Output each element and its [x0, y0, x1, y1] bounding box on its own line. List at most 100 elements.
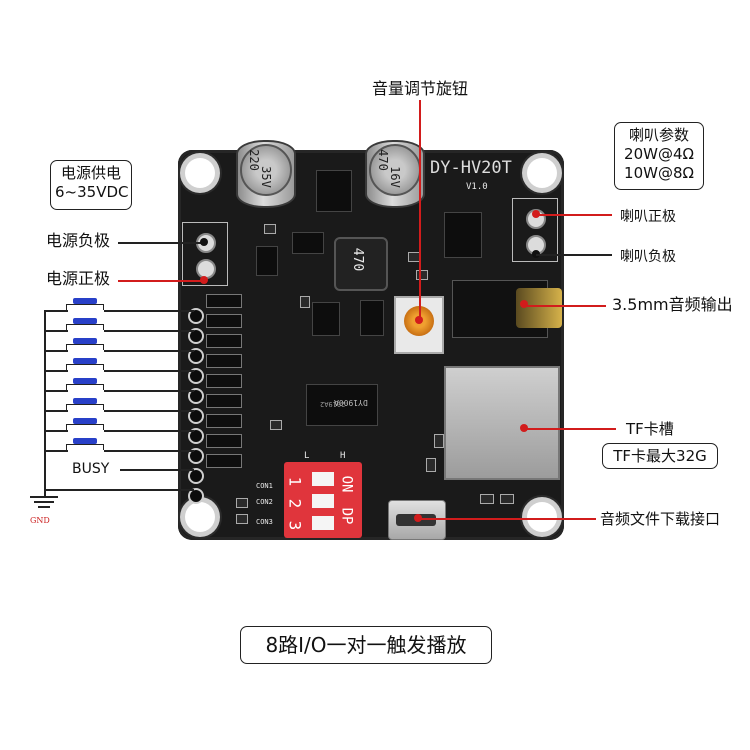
- smd-part: [434, 434, 444, 448]
- busy-label: BUSY: [72, 461, 110, 477]
- smd-part: [300, 296, 310, 308]
- push-button-body: [66, 404, 104, 410]
- board-version-label: V1.0: [466, 182, 488, 192]
- download-port-line: [418, 518, 596, 520]
- volume-knob-label: 音量调节旋钮: [372, 79, 469, 98]
- inductor: [334, 237, 388, 291]
- dip-slot-1: [312, 472, 334, 486]
- push-button-5[interactable]: [73, 378, 97, 384]
- power-negative-line: [118, 242, 204, 244]
- speaker-params-box: 喇叭参数 20W@4Ω 10W@8Ω: [614, 122, 704, 190]
- gnd-symbol-bar-1: [30, 496, 58, 498]
- tf-max-box: TF卡最大32G: [602, 443, 718, 469]
- push-button-body: [66, 304, 104, 310]
- speaker-positive-label: 喇叭正极: [620, 209, 676, 225]
- con2-label: CON2: [256, 498, 273, 506]
- dip-slot-3: [312, 516, 334, 530]
- diode-large: [256, 246, 278, 276]
- push-button-2[interactable]: [73, 318, 97, 324]
- button-wire-right: [104, 330, 194, 332]
- smd-part: [236, 514, 248, 524]
- push-button-body: [66, 424, 104, 430]
- speaker-negative-line: [536, 254, 612, 256]
- button-wire-right: [104, 450, 194, 452]
- mount-hole-top-right: [527, 158, 557, 188]
- io-pin-5[interactable]: [188, 388, 204, 404]
- inductor-label: 470: [350, 247, 366, 272]
- capacitor-220uf: [236, 140, 296, 208]
- speaker-negative-label: 喇叭负极: [620, 249, 676, 265]
- capacitor-470uf: [365, 140, 425, 208]
- push-button-body: [66, 444, 104, 450]
- io-pin-6[interactable]: [188, 408, 204, 424]
- diode-small: [360, 300, 384, 336]
- con1-label: CON1: [256, 482, 273, 490]
- push-button-6[interactable]: [73, 398, 97, 404]
- push-button-8[interactable]: [73, 438, 97, 444]
- component-row-7: [206, 414, 242, 428]
- dip-label-dp: DP: [338, 507, 355, 525]
- component-row-2: [206, 314, 242, 328]
- dip-label-on: ON: [338, 475, 355, 493]
- dip-label-h: H: [340, 451, 346, 461]
- button-wire-right: [104, 350, 194, 352]
- speaker-20w-label: 20W@4Ω: [624, 145, 694, 163]
- volume-knob-line: [419, 100, 421, 320]
- power-positive-line: [118, 280, 204, 282]
- component-row-6: [206, 394, 242, 408]
- mount-hole-top-left: [185, 158, 215, 188]
- button-wire-left: [44, 430, 68, 432]
- io-pin-3[interactable]: [188, 348, 204, 364]
- mount-hole-bottom-right: [527, 502, 557, 532]
- dip-slot-2: [312, 494, 334, 508]
- footer-caption-box: 8路I/O一对一触发播放: [240, 626, 492, 664]
- push-button-body: [66, 344, 104, 350]
- push-button-body: [66, 324, 104, 330]
- regulator: [292, 232, 324, 254]
- common-wire: [44, 310, 46, 496]
- mosfet: [312, 302, 340, 336]
- io-pin-4[interactable]: [188, 368, 204, 384]
- smd-part: [264, 224, 276, 234]
- button-wire-left: [44, 330, 68, 332]
- dip-label-2: 2: [285, 498, 305, 509]
- power-supply-label: 电源供电: [60, 164, 121, 182]
- download-port-label: 音频文件下载接口: [600, 510, 721, 528]
- busy-wire: [120, 469, 194, 471]
- main-decoder-ic: [306, 384, 378, 426]
- gnd-symbol-bar-3: [38, 506, 50, 508]
- power-positive-label: 电源正极: [46, 269, 111, 288]
- audio-out-dot: [520, 300, 528, 308]
- push-button-4[interactable]: [73, 358, 97, 364]
- speaker-params-label: 喇叭参数: [628, 126, 689, 144]
- push-button-7[interactable]: [73, 418, 97, 424]
- component-row-8: [206, 434, 242, 448]
- smd-part: [500, 494, 514, 504]
- push-button-body: [66, 364, 104, 370]
- push-button-1[interactable]: [73, 298, 97, 304]
- io-pin-1[interactable]: [188, 308, 204, 324]
- speaker-positive-line: [536, 214, 612, 216]
- con3-label: CON3: [256, 518, 273, 526]
- tf-card-slot: [444, 366, 560, 480]
- gnd-wire: [44, 489, 194, 491]
- dip-label-l: L: [304, 451, 310, 461]
- dip-label-3: 3: [285, 520, 305, 531]
- smd-part: [416, 270, 428, 280]
- io-pin-8[interactable]: [188, 448, 204, 464]
- button-wire-right: [104, 410, 194, 412]
- smd-part: [480, 494, 494, 504]
- gnd-pin[interactable]: [188, 488, 204, 504]
- push-button-3[interactable]: [73, 338, 97, 344]
- busy-pin[interactable]: [188, 468, 204, 484]
- io-pin-2[interactable]: [188, 328, 204, 344]
- component-row-5: [206, 374, 242, 388]
- board-model-label: DY-HV20T: [430, 158, 512, 178]
- tf-slot-line: [524, 428, 616, 430]
- io-pin-7[interactable]: [188, 428, 204, 444]
- button-wire-left: [44, 410, 68, 412]
- button-wire-right: [104, 370, 194, 372]
- tf-slot-label: TF卡槽: [626, 420, 674, 438]
- button-wire-right: [104, 430, 194, 432]
- audio-out-line: [524, 305, 606, 307]
